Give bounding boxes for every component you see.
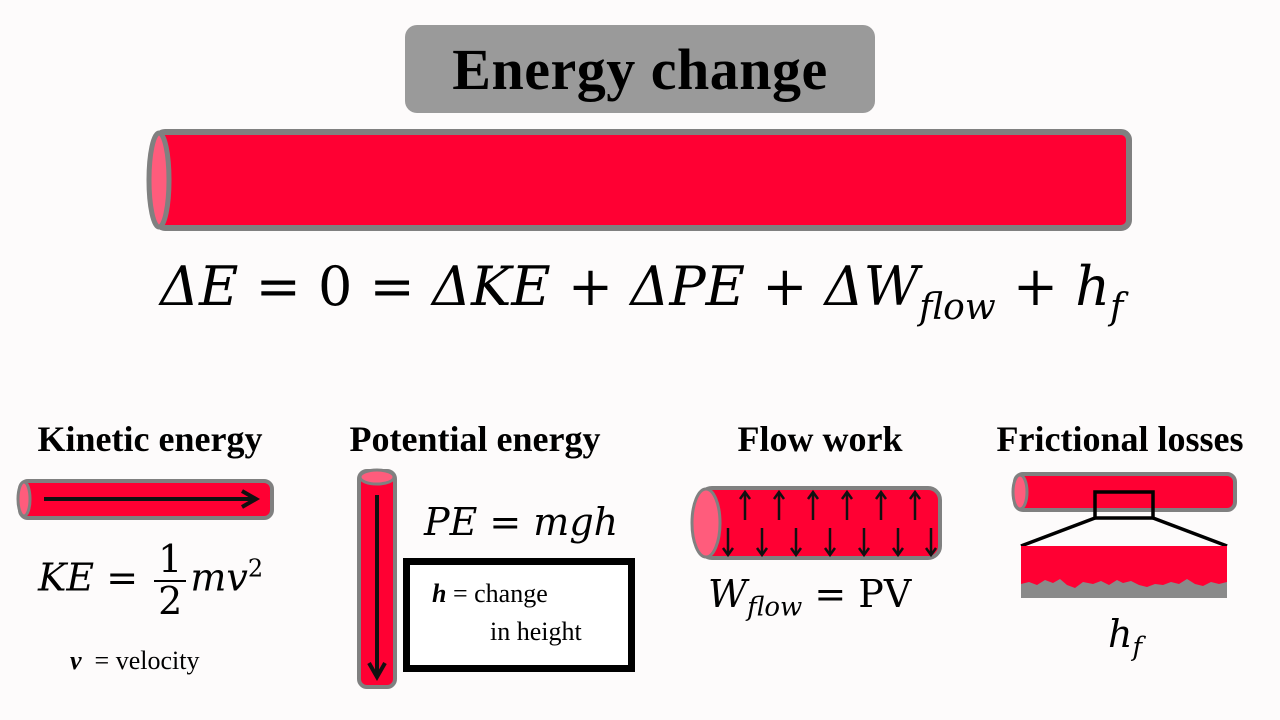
pressure-arrows-icon [721,489,938,558]
kinetic-pipe-illustration [16,479,274,520]
potential-energy-equation: PE = mgh [424,500,619,544]
frictional-losses-title: Frictional losses [996,419,1244,459]
friction-pipe-illustration [1011,472,1237,598]
height-definition-box: h = change in height [403,558,635,672]
zoom-region-box [1093,490,1155,520]
flow-pipe-illustration [690,486,942,560]
friction-loss-symbol: hf [1108,612,1143,663]
kinetic-energy-title: Kinetic energy [37,419,263,459]
potential-energy-title: Potential energy [349,419,601,459]
rough-wall-icon [1021,579,1227,598]
energy-balance-equation: ΔE = 0 = ΔKE + ΔPE + ΔWflow + hf [160,255,1124,328]
potential-pipe-illustration [357,468,397,689]
title-banner: Energy change [405,25,875,113]
flow-work-equation: Wflow = PV [708,572,912,623]
main-pipe-illustration [146,129,1132,231]
velocity-definition: v = velocity [70,646,200,675]
flow-work-title: Flow work [737,419,903,459]
page-title: Energy change [452,36,828,102]
